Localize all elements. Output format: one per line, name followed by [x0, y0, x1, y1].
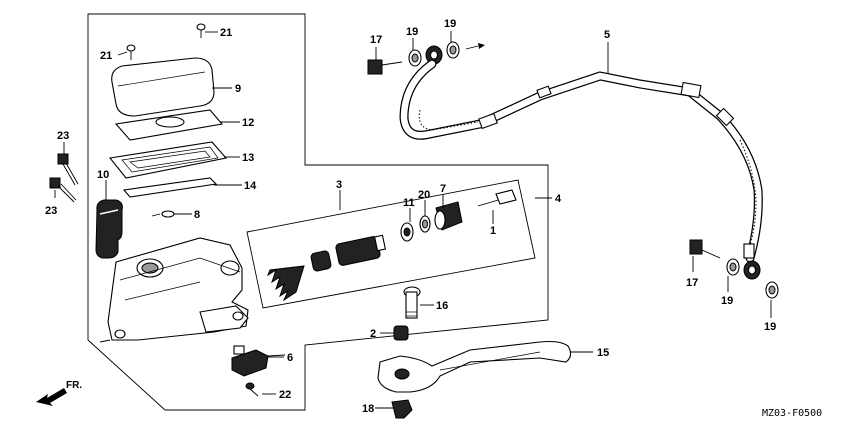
spring [266, 265, 305, 302]
pivot-bolt-16 [403, 286, 421, 319]
piston [335, 234, 387, 266]
front-direction-label: FR. [66, 380, 82, 391]
float-14 [122, 177, 218, 198]
callout-23-upper: 23 [57, 130, 69, 142]
primary-cup [310, 250, 332, 272]
callout-7: 7 [440, 183, 446, 195]
callout-3: 3 [336, 179, 342, 191]
master-cylinder-body [99, 237, 249, 343]
hose-eye-fitting-lower [743, 260, 761, 280]
screw-21-top [196, 23, 206, 38]
callout-6: 6 [287, 352, 293, 364]
leader-lines [54, 31, 772, 409]
boot-7 [434, 201, 463, 231]
callout-19-b: 19 [444, 18, 456, 30]
nut-18 [391, 399, 413, 419]
clutch-switch-6 [231, 345, 286, 377]
bolt-23-upper [57, 153, 79, 186]
diagram-code: MZ03-F0500 [762, 408, 822, 419]
clip-8 [151, 210, 175, 218]
bolt-17-upper [367, 59, 403, 75]
assembly-outline [87, 13, 549, 411]
bolt-17-lower [689, 239, 721, 259]
callout-2: 2 [370, 328, 376, 340]
callout-1: 1 [490, 225, 496, 237]
washer-19-c [726, 258, 740, 276]
callout-13: 13 [242, 152, 254, 164]
callout-18: 18 [362, 403, 374, 415]
callout-5: 5 [604, 29, 610, 41]
bolt-23-lower [49, 177, 77, 203]
callout-17-lower: 17 [686, 277, 698, 289]
bushing-2 [393, 325, 409, 341]
push-rod-1 [477, 189, 517, 207]
callout-10: 10 [97, 169, 109, 181]
clutch-lever-15 [377, 340, 572, 393]
callout-16: 16 [436, 300, 448, 312]
washer-11 [400, 222, 414, 242]
front-direction-arrow-icon [36, 388, 67, 406]
direction-arrow [465, 43, 485, 50]
callout-19-a: 19 [406, 26, 418, 38]
washer-19-a [408, 49, 422, 67]
callout-22: 22 [279, 389, 291, 401]
plate-12 [114, 109, 224, 141]
holder-10 [95, 199, 123, 259]
callout-15: 15 [597, 347, 609, 359]
callout-14: 14 [244, 180, 257, 192]
diaphragm-13 [108, 141, 228, 179]
screw-22 [245, 382, 259, 397]
circlip-20 [419, 215, 431, 233]
callout-19-d: 19 [764, 321, 776, 333]
callout-19-c: 19 [721, 295, 733, 307]
piston-kit-box [246, 179, 536, 309]
washer-19-d [765, 281, 779, 299]
callout-8: 8 [194, 209, 200, 221]
callout-21-top: 21 [220, 27, 232, 39]
callout-17-upper: 17 [370, 34, 382, 46]
screw-21-left [126, 44, 136, 60]
callout-20: 20 [418, 189, 430, 201]
washer-19-b [446, 41, 460, 59]
callout-23-lower: 23 [45, 205, 57, 217]
callout-11: 11 [403, 197, 415, 209]
callout-4: 4 [555, 193, 562, 205]
callout-9: 9 [235, 83, 241, 95]
clutch-hose-5 [399, 59, 763, 263]
reservoir-cap-9 [111, 57, 215, 117]
callout-21-left: 21 [100, 50, 112, 62]
callout-12: 12 [242, 117, 254, 129]
